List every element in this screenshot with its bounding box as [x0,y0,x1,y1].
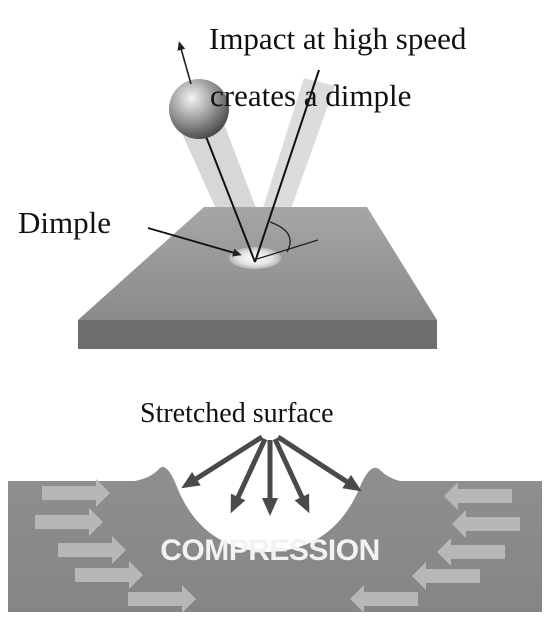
arrow-left-icon [444,482,512,510]
ball-direction-arrow [177,41,192,85]
stretch-arrow [272,437,310,514]
dimple-pointer-line [147,227,242,257]
impact-label-line2: creates a dimple [210,78,411,113]
arrow-left-icon [437,538,505,566]
compression-arrows-right [350,482,520,613]
compression-arrows-left [35,479,196,613]
surface-normal-line [256,239,319,260]
arrow-right-icon [58,536,126,564]
steel-shot-ball-icon [169,79,229,139]
arrow-right-icon [35,508,103,536]
impact-scene: Impact at high speed creates a dimple Di… [18,21,467,349]
arrow-left-icon [350,585,418,613]
stretch-arrows [181,434,362,516]
stretch-arrow [181,434,264,489]
dimple-label: Dimple [18,205,111,240]
metal-plate-side [78,320,437,349]
incident-line [197,115,256,263]
reflected-line [254,69,320,263]
dimple-mark [229,247,281,269]
arrow-left-icon [412,562,480,590]
stretch-arrow [230,437,268,514]
cross-section-scene: Stretched surface COMPRESSION [8,398,542,613]
compression-label: COMPRESSION [160,534,380,567]
arrow-right-icon [128,585,196,613]
impact-label-line1: Impact at high speed [209,21,467,56]
stretch-arrow [276,434,362,492]
arrow-left-icon [452,510,520,538]
arrow-right-icon [75,561,143,589]
arrow-right-icon [42,479,110,507]
stretched-surface-label: Stretched surface [140,398,334,429]
